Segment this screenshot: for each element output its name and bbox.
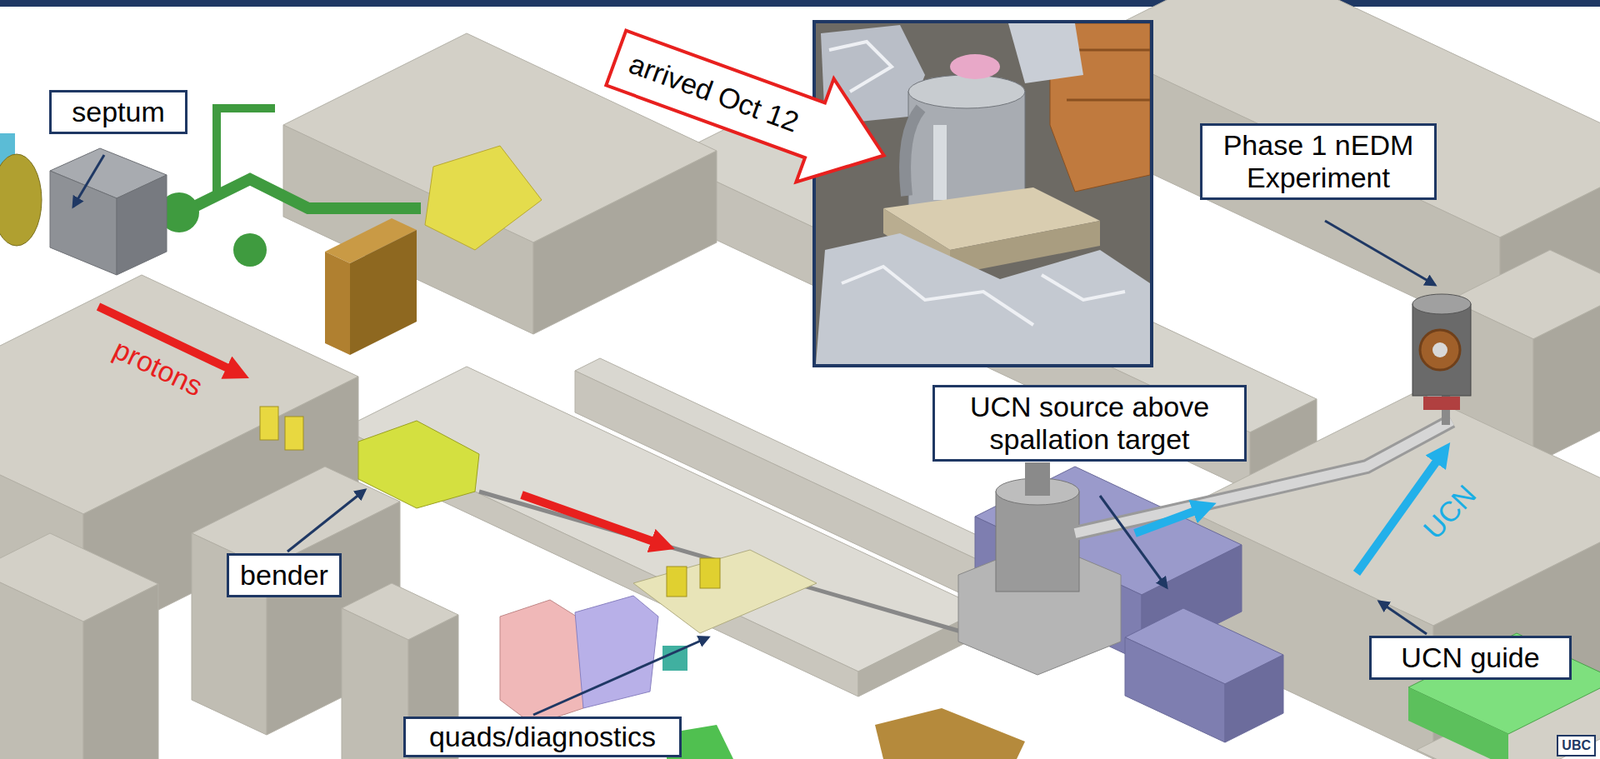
leader-line: [73, 155, 105, 207]
leader-line: [1325, 220, 1435, 285]
cryostat: [995, 491, 1080, 592]
logo: UBC: [1556, 735, 1596, 757]
nedm-apparatus: [1412, 304, 1471, 396]
ucn-arrow: [1135, 509, 1200, 534]
callout-text: quads/diagnostics: [415, 720, 670, 754]
cryostat: [1025, 462, 1050, 496]
callout-text: UCN source above spallation target: [945, 390, 1235, 456]
photo-vessel: [933, 125, 947, 200]
green-magnet: [233, 233, 267, 267]
photo-vessel: [905, 108, 921, 196]
quadrupole: [700, 558, 720, 589]
brown-block: [350, 230, 417, 355]
shield-block: [341, 608, 409, 759]
purple-block: [1225, 655, 1284, 743]
shield-block: [533, 150, 717, 335]
callout-box: bender: [226, 553, 342, 598]
photo-foil: [815, 233, 1150, 365]
nedm-apparatus: [1412, 294, 1471, 315]
photo-vessel: [950, 54, 1000, 80]
yellow-magnet: [425, 145, 542, 250]
callout-arrow: arrived Oct 12: [593, 1, 908, 211]
callout-text: Phase 1 nEDM Experiment: [1212, 129, 1425, 195]
photo-foil: [841, 266, 1034, 325]
callout-box: septum: [49, 90, 188, 135]
top-bar: [0, 0, 1600, 7]
nedm-base: [1423, 396, 1460, 410]
pink-equipment: [500, 600, 584, 725]
photo-vessel: [908, 91, 1025, 209]
nedm-cell: [1432, 342, 1448, 358]
quadrupole: [285, 416, 304, 450]
callout-text: bender: [239, 559, 330, 592]
photo-crate: [1066, 99, 1150, 102]
photo-floor: [815, 23, 1150, 365]
green-block: [1408, 687, 1509, 759]
green-pipe: [216, 108, 275, 196]
callout-box: Phase 1 nEDM Experiment: [1200, 123, 1437, 200]
callout-text: septum: [61, 95, 175, 129]
shield-block: [1533, 289, 1600, 465]
bender-magnet: [358, 420, 480, 509]
purple-block: [1125, 637, 1225, 743]
green-pipe: [170, 179, 421, 219]
nedm-coil: [1420, 330, 1460, 370]
proton-arrow: [521, 495, 659, 544]
photo-foil: [1041, 275, 1125, 300]
callout-box: quads/diagnostics: [403, 716, 682, 758]
callout-box: UCN source above spallation target: [932, 385, 1247, 462]
septum-magnet: [50, 170, 117, 275]
photo-foil: [1008, 23, 1084, 84]
leader-line: [287, 490, 365, 552]
arrow-outline: [597, 5, 904, 207]
beam-label: UCN: [1417, 479, 1484, 547]
brown-block: [875, 708, 1025, 759]
brown-block: [325, 251, 350, 355]
photo-frame: [814, 21, 1152, 366]
shield-block: [0, 570, 84, 759]
quads-base: [633, 550, 817, 634]
quadrupole: [260, 406, 279, 440]
photo-inset: [815, 23, 1150, 365]
leader-lines: [73, 155, 1435, 715]
photo-vessel: [908, 75, 1025, 109]
leader-line: [1379, 601, 1427, 635]
shield-block: [83, 584, 159, 759]
leader-line: [533, 637, 709, 715]
callout-text: UCN guide: [1381, 641, 1560, 675]
beam-label: protons: [108, 333, 208, 404]
quadrupole: [666, 566, 687, 597]
septum-magnet: [116, 175, 167, 275]
beamline-element: [0, 154, 42, 246]
callout-box: UCN guide: [1369, 635, 1572, 680]
leader-line: [1100, 495, 1167, 588]
